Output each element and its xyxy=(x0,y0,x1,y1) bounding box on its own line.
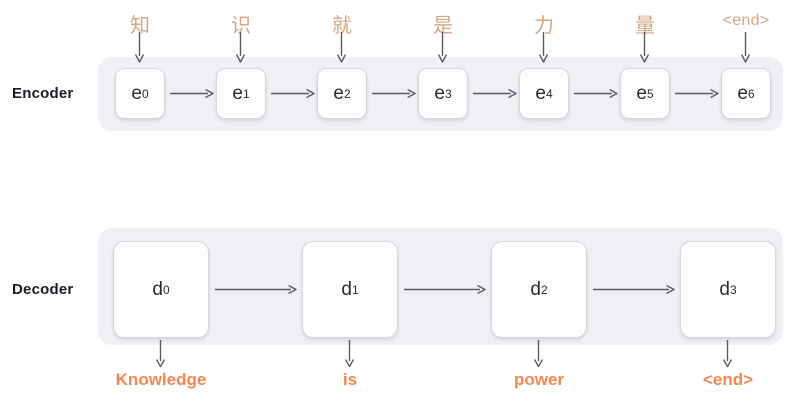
arrow-down-icon-decoder-0 xyxy=(155,340,166,368)
decoder-cell-3-base: d xyxy=(719,278,730,300)
encoder-cell-3-base: e xyxy=(434,82,445,104)
decoder-output-token-0: Knowledge xyxy=(115,370,207,389)
arrow-down-icon-encoder-5 xyxy=(639,32,650,64)
encoder-row-label: Encoder xyxy=(12,85,74,102)
encoder-input-token-0: 知 xyxy=(130,15,150,37)
encoder-input-token-6: <end> xyxy=(722,12,770,29)
arrow-down-icon-encoder-4 xyxy=(538,32,549,64)
arrow-down-icon-decoder-3 xyxy=(722,340,733,368)
encoder-input-token-5: 量 xyxy=(635,15,655,37)
encoder-cell-5-base: e xyxy=(636,82,647,104)
encoder-cell-3-index: 3 xyxy=(444,86,452,101)
arrow-down-icon-encoder-2 xyxy=(336,32,347,64)
decoder-output-token-1: is xyxy=(342,370,358,389)
encoder-cell-6-index: 6 xyxy=(747,86,755,101)
encoder-cell-0-index: 0 xyxy=(141,86,149,101)
decoder-output-token-3: <end> xyxy=(702,370,754,389)
arrow-right-icon-encoder-0-1 xyxy=(170,88,214,99)
arrow-down-icon-encoder-6 xyxy=(740,32,751,64)
arrow-down-icon-decoder-1 xyxy=(344,340,355,368)
encoder-cell-0-base: e xyxy=(131,82,142,104)
encoder-input-token-3: 是 xyxy=(433,15,453,37)
encoder-cell-1-index: 1 xyxy=(242,86,250,101)
decoder-row-label: Decoder xyxy=(12,281,74,298)
arrow-right-icon-decoder-2-3 xyxy=(593,284,675,295)
arrow-down-icon-encoder-0 xyxy=(134,32,145,64)
arrow-right-icon-encoder-2-3 xyxy=(372,88,416,99)
decoder-cell-1-index: 1 xyxy=(351,282,359,297)
arrow-right-icon-encoder-1-2 xyxy=(271,88,315,99)
decoder-cell-1-base: d xyxy=(341,278,352,300)
encoder-input-token-2: 就 xyxy=(332,15,352,37)
encoder-cell-4-base: e xyxy=(535,82,546,104)
encoder-cell-6-base: e xyxy=(737,82,748,104)
decoder-cell-2-index: 2 xyxy=(540,282,548,297)
encoder-input-token-1: 识 xyxy=(231,15,251,37)
arrow-right-icon-decoder-0-1 xyxy=(215,284,297,295)
encoder-cell-1-base: e xyxy=(232,82,243,104)
arrow-right-icon-encoder-3-4 xyxy=(473,88,517,99)
decoder-output-token-2: power xyxy=(513,370,565,389)
encoder-cell-2-base: e xyxy=(333,82,344,104)
arrow-down-icon-encoder-1 xyxy=(235,32,246,64)
encoder-cell-5-index: 5 xyxy=(646,86,654,101)
decoder-cell-3-index: 3 xyxy=(729,282,737,297)
encoder-input-token-4: 力 xyxy=(534,15,554,37)
arrow-right-icon-decoder-1-2 xyxy=(404,284,486,295)
decoder-cell-2-base: d xyxy=(530,278,541,300)
decoder-cell-0-base: d xyxy=(152,278,163,300)
encoder-cell-4-index: 4 xyxy=(545,86,553,101)
arrow-down-icon-decoder-2 xyxy=(533,340,544,368)
decoder-cell-0-index: 0 xyxy=(162,282,170,297)
encoder-cell-2-index: 2 xyxy=(343,86,351,101)
arrow-down-icon-encoder-3 xyxy=(437,32,448,64)
arrow-right-icon-encoder-4-5 xyxy=(574,88,618,99)
arrow-right-icon-encoder-5-6 xyxy=(675,88,719,99)
